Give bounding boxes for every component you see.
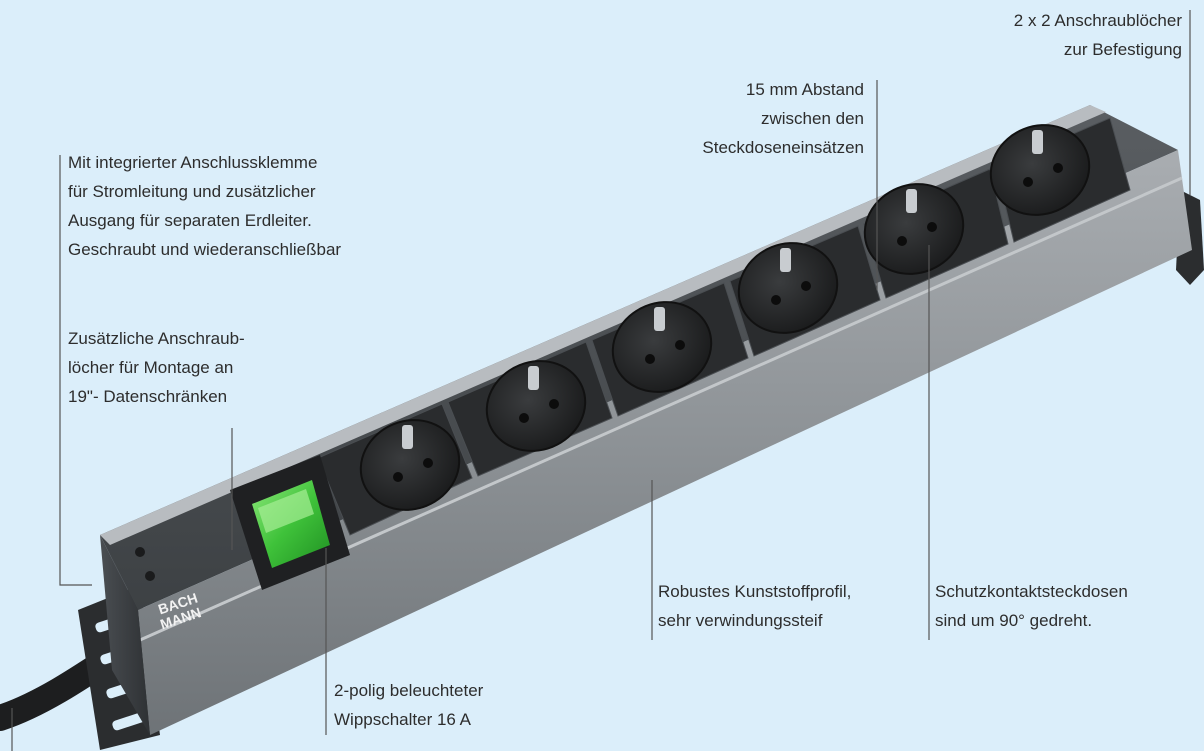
rocker-switch[interactable] — [252, 480, 330, 568]
socket-hole — [645, 354, 655, 364]
socket — [485, 360, 587, 452]
socket-hole — [393, 472, 403, 482]
annotation-switch: 2-polig beleuchteter Wippschalter 16 A — [334, 676, 483, 734]
socket-hole — [519, 413, 529, 423]
annotation-line: sehr verwindungssteif — [658, 611, 823, 630]
socket-hole — [549, 399, 559, 409]
annotation-line: 15 mm Abstand — [745, 80, 864, 99]
annotation-line: 2-polig beleuchteter — [334, 681, 484, 700]
socket — [611, 301, 713, 393]
annotation-line: Steckdoseneinsätzen — [702, 138, 864, 157]
switch-shine — [258, 489, 314, 533]
annotation-line: Zusätzliche Anschraub- — [68, 329, 245, 348]
annotation-line: Wippschalter 16 A — [334, 710, 472, 729]
socket — [863, 183, 965, 275]
annotation-terminal: Mit integrierter Anschlussklemme für Str… — [68, 148, 341, 264]
annotation-line: Mit integrierter Anschlussklemme — [68, 153, 318, 172]
socket-hole — [675, 340, 685, 350]
leader-lines — [11, 10, 1191, 751]
annotation-line: sind um 90° gedreht. — [935, 611, 1093, 630]
annotation-line: Robustes Kunststoffprofil, — [658, 582, 852, 601]
annotation-line: Schutzkontaktsteckdosen — [935, 582, 1128, 601]
socket — [359, 419, 461, 511]
annotation-line: für Stromleitung und zusätzlicher — [68, 182, 316, 201]
socket-hole — [927, 222, 937, 232]
socket — [737, 242, 839, 334]
socket-hole — [771, 295, 781, 305]
socket-hole — [1023, 177, 1033, 187]
annotation-sockets: Schutzkontaktsteckdosen sind um 90° gedr… — [935, 577, 1128, 635]
ground-clip — [1032, 130, 1043, 154]
end-cap — [100, 535, 150, 735]
socket-group — [359, 124, 1091, 511]
ground-clip — [402, 425, 413, 449]
ground-clip — [780, 248, 791, 272]
end-screw-1 — [135, 547, 145, 557]
annotation-line: zur Befestigung — [1063, 40, 1182, 59]
annotation-extra-holes: Zusätzliche Anschraub- löcher für Montag… — [68, 324, 245, 411]
socket — [989, 124, 1091, 216]
end-screw-2 — [145, 571, 155, 581]
annotation-line: löcher für Montage an — [68, 358, 234, 377]
socket-hole — [1053, 163, 1063, 173]
socket-hole — [897, 236, 907, 246]
annotation-line: Ausgang für separaten Erdleiter. — [68, 211, 312, 230]
top-lip — [100, 105, 1106, 545]
annotation-profile: Robustes Kunststoffprofil, sehr verwindu… — [658, 577, 851, 635]
ground-clip — [906, 189, 917, 213]
annotation-mounting-holes: 2 x 2 Anschraublöcher zur Befestigung — [1014, 6, 1182, 64]
annotation-spacing: 15 mm Abstand zwischen den Steckdosenein… — [702, 75, 864, 162]
ground-clip — [654, 307, 665, 331]
annotation-line: Geschraubt und wiederanschließbar — [68, 240, 342, 259]
socket-hole — [801, 281, 811, 291]
socket-hole — [423, 458, 433, 468]
annotation-line: zwischen den — [760, 109, 864, 128]
annotation-line: 2 x 2 Anschraublöcher — [1013, 11, 1182, 30]
annotation-line: 19"- Datenschränken — [68, 387, 228, 406]
ground-clip — [528, 366, 539, 390]
